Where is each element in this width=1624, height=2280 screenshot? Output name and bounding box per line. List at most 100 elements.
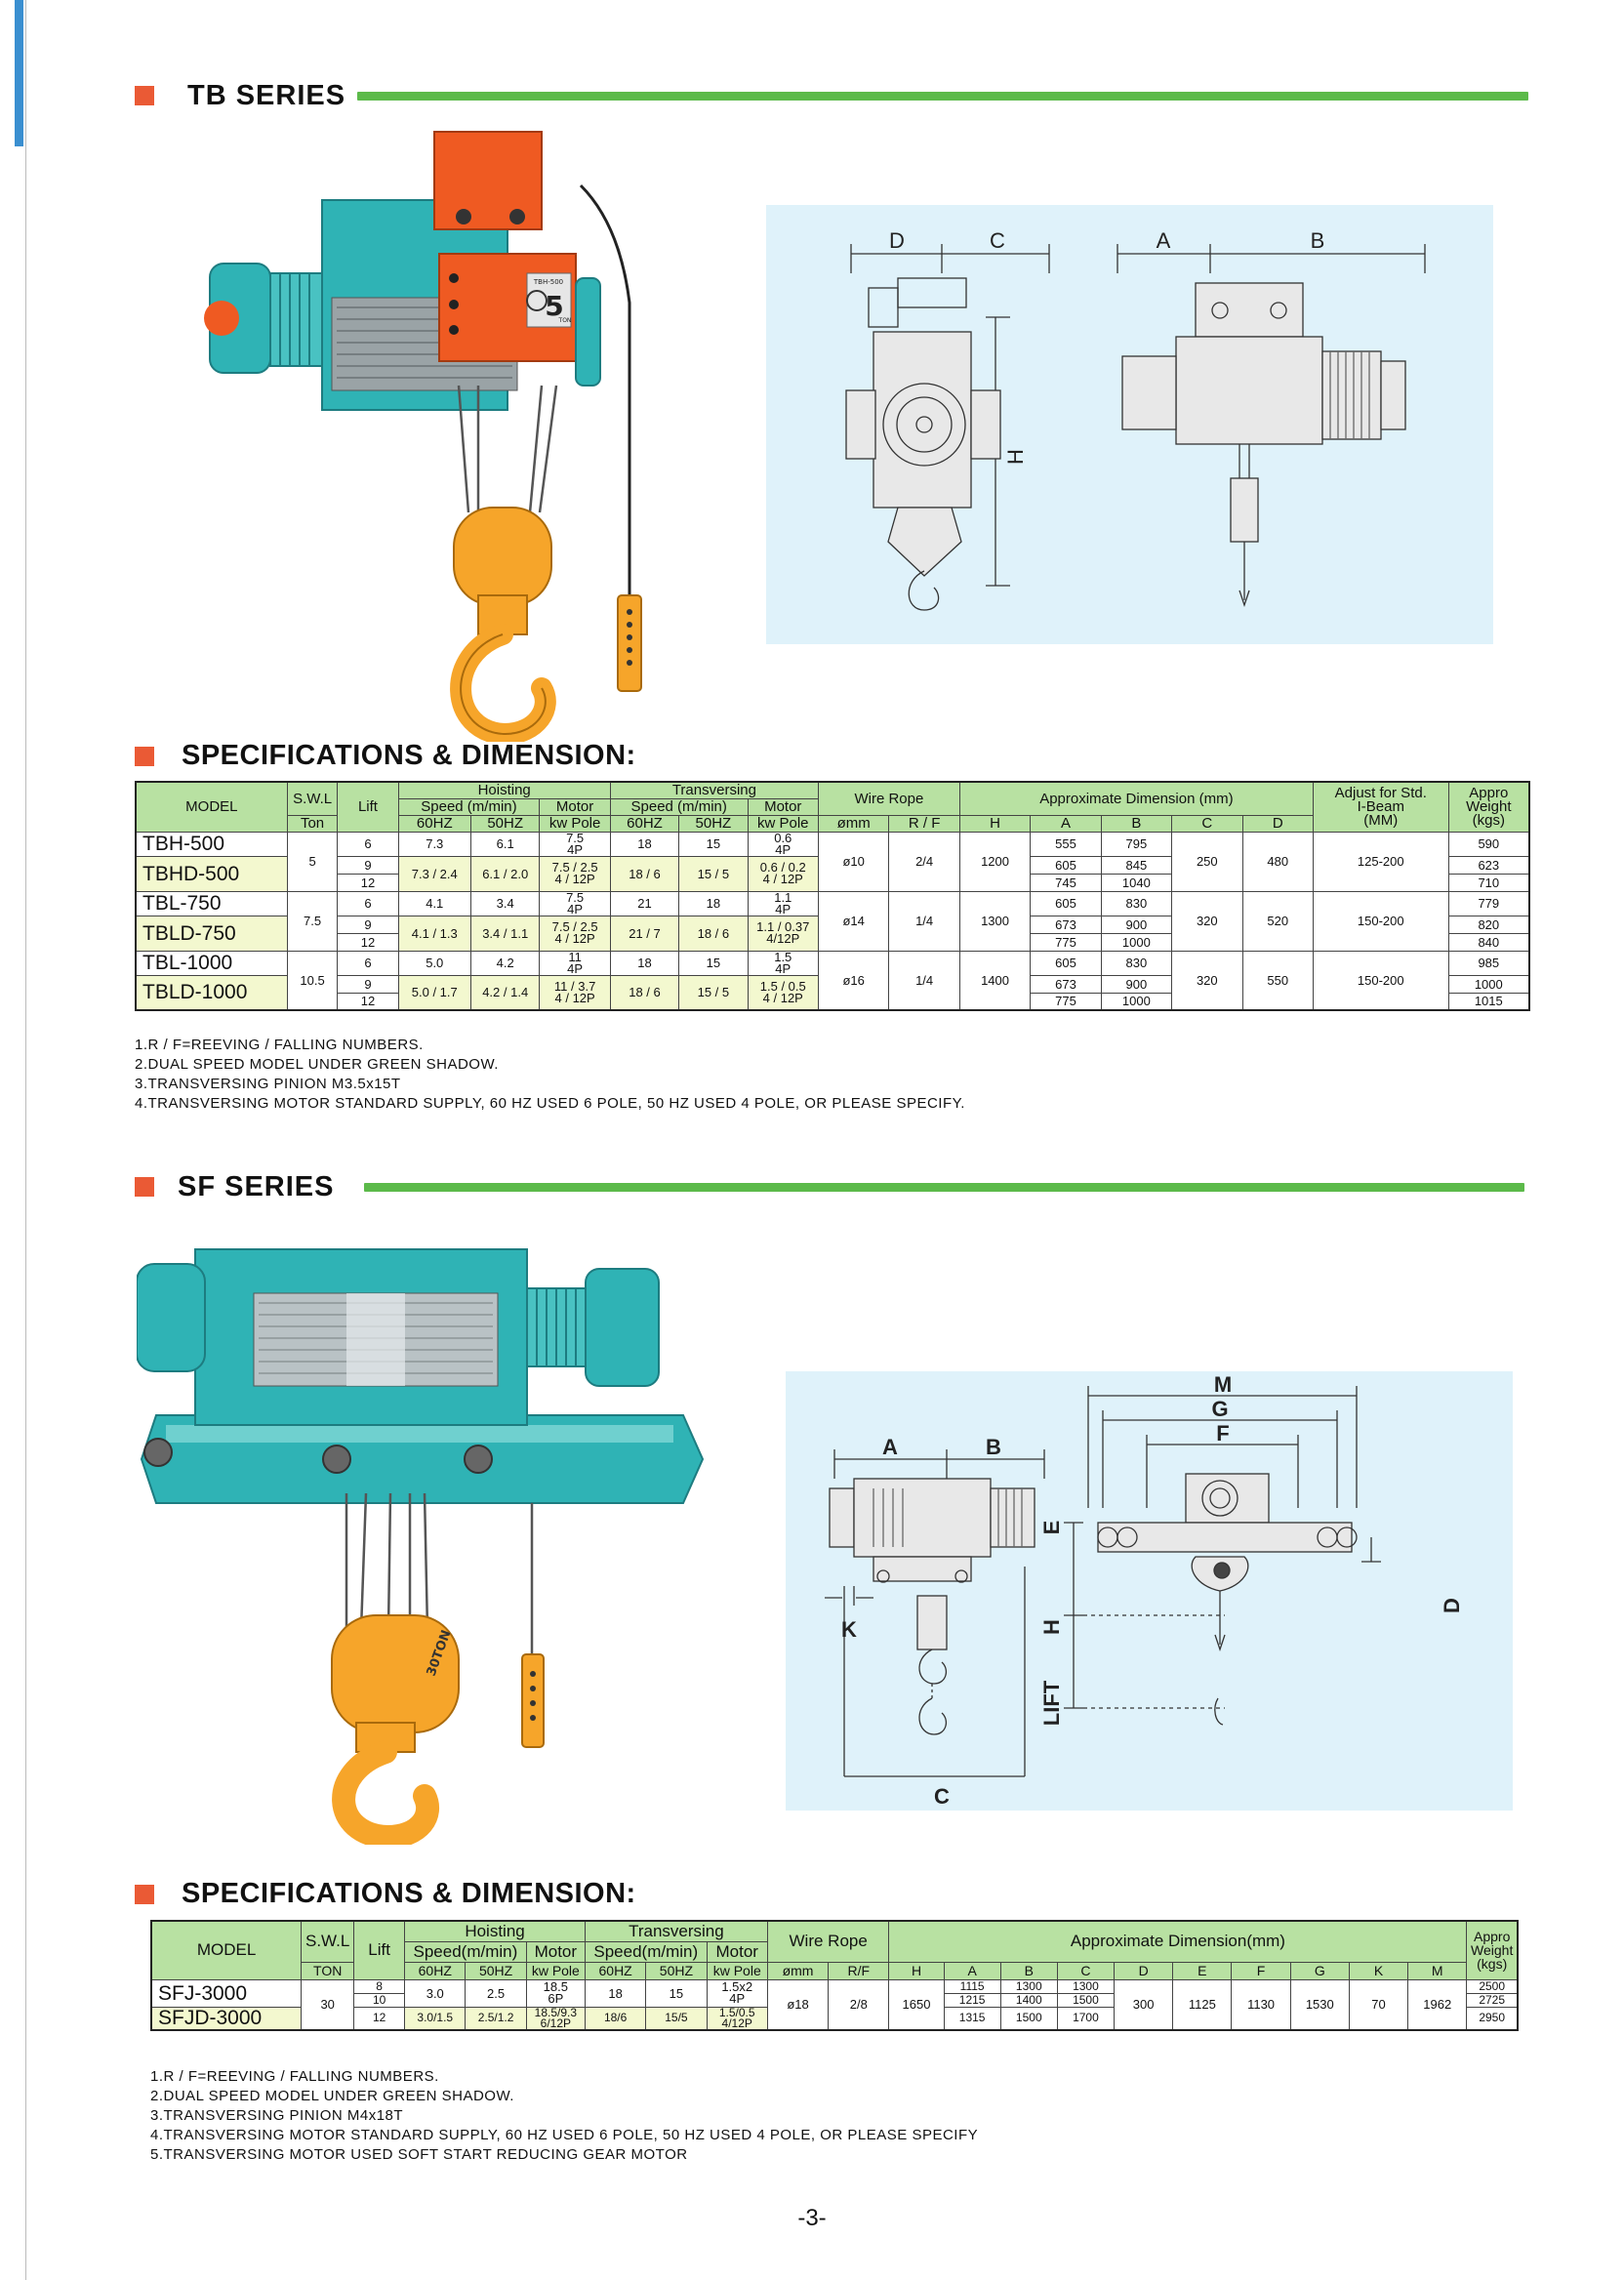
speed-cell: 15/5 bbox=[645, 2006, 708, 2030]
tb-h-trans-kwpole: kw Pole bbox=[747, 814, 819, 833]
sf-h-model: MODEL bbox=[150, 1920, 303, 1980]
swl-cell: 5 bbox=[286, 831, 339, 892]
dim-b-cell: 845 bbox=[1100, 855, 1173, 875]
dim-e-cell: 1125 bbox=[1172, 1978, 1233, 2030]
sf-dim-label-h: H bbox=[1039, 1619, 1064, 1635]
sf-h-dim-g: G bbox=[1289, 1961, 1350, 1980]
lift-cell: 12 bbox=[337, 873, 399, 892]
tb-h-swl: S.W.L bbox=[286, 781, 339, 816]
dim-h-cell: 1300 bbox=[958, 890, 1032, 952]
note: 5.TRANSVERSING MOTOR USED SOFT START RED… bbox=[150, 2146, 688, 2163]
rope-dia-cell: ø16 bbox=[817, 950, 890, 1011]
dim-m-cell: 1962 bbox=[1407, 1978, 1468, 2030]
speed-cell: 18 bbox=[609, 950, 680, 976]
dim-a-cell: 745 bbox=[1030, 873, 1102, 892]
rope-dia-cell: ø18 bbox=[766, 1978, 830, 2030]
note: 4.TRANSVERSING MOTOR STANDARD SUPPLY, 60… bbox=[135, 1095, 965, 1112]
model-cell: TBL-1000 bbox=[135, 950, 288, 976]
tb-h-rope-rf: R / F bbox=[888, 814, 960, 833]
sf-dim-label-b: B bbox=[986, 1435, 1001, 1459]
dim-c-cell: 320 bbox=[1171, 890, 1243, 952]
model-cell: TBLD-750 bbox=[135, 915, 288, 952]
rope-rf-cell: 2/8 bbox=[828, 1978, 890, 2030]
dim-c-cell: 1700 bbox=[1056, 2006, 1116, 2030]
dim-k-cell: 70 bbox=[1348, 1978, 1409, 2030]
lift-cell: 6 bbox=[337, 890, 399, 916]
lift-cell: 10 bbox=[353, 1992, 406, 2008]
sf-series-title: SF SERIES bbox=[178, 1170, 335, 1202]
tb-h-hoist-50hz: 50HZ bbox=[470, 814, 541, 833]
tb-h-transversing: Transversing bbox=[609, 781, 819, 799]
model-cell: SFJD-3000 bbox=[150, 2006, 303, 2030]
speed-cell: 6.1 bbox=[470, 831, 541, 857]
heading-rule bbox=[357, 91, 1528, 101]
tb-h-rope-dia: ømm bbox=[817, 814, 890, 833]
sf-dim-label-k: K bbox=[841, 1617, 857, 1642]
model-cell: TBH-500 bbox=[135, 831, 288, 857]
sf-dim-label-c: C bbox=[934, 1784, 950, 1809]
sf-h-transversing: Transversing bbox=[584, 1920, 768, 1942]
sf-spec-table: MODEL S.W.L Lift Hoisting Transversing W… bbox=[150, 1920, 1519, 2031]
weight-cell: 710 bbox=[1447, 873, 1530, 892]
sf-h-trans-speed: Speed(m/min) bbox=[584, 1940, 708, 1963]
dim-b-cell: 900 bbox=[1100, 915, 1173, 934]
tb-h-model: MODEL bbox=[135, 781, 288, 833]
sf-h-trans-motor: Motor bbox=[706, 1940, 768, 1963]
heading-square-icon bbox=[135, 1177, 154, 1197]
dim-b-cell: 830 bbox=[1100, 950, 1173, 976]
heading-square-icon bbox=[135, 746, 154, 766]
sf-h-approx-dim: Approximate Dimension(mm) bbox=[888, 1920, 1468, 1963]
lift-cell: 6 bbox=[337, 831, 399, 857]
sf-h-hoist-speed: Speed(m/min) bbox=[404, 1940, 527, 1963]
sf-h-dim-f: F bbox=[1231, 1961, 1291, 1980]
tb-spec-title: SPECIFICATIONS & DIMENSION: bbox=[182, 740, 636, 771]
note: 2.DUAL SPEED MODEL UNDER GREEN SHADOW. bbox=[135, 1056, 499, 1073]
dim-b-cell: 1400 bbox=[999, 1992, 1058, 2008]
dim-a-cell: 775 bbox=[1030, 992, 1102, 1011]
tb-h-dim-h: H bbox=[958, 814, 1032, 833]
tb-h-dim-a: A bbox=[1030, 814, 1102, 833]
dim-a-cell: 673 bbox=[1030, 915, 1102, 934]
tb-hoist-photo: TBH-500 5 TON bbox=[204, 131, 642, 742]
note: 4.TRANSVERSING MOTOR STANDARD SUPPLY, 60… bbox=[150, 2127, 979, 2143]
speed-cell: 15 / 5 bbox=[678, 855, 749, 892]
weight-cell: 779 bbox=[1447, 890, 1530, 916]
sf-dim-label-e: E bbox=[1039, 1521, 1064, 1535]
sf-series-heading: SF SERIES bbox=[135, 1167, 1524, 1206]
dim-b-cell: 1500 bbox=[999, 2006, 1058, 2030]
dim-a-cell: 673 bbox=[1030, 974, 1102, 994]
table-row: 10 1215 1400 1500 2725 bbox=[151, 1992, 1519, 2008]
dim-d-cell: 520 bbox=[1241, 890, 1314, 952]
speed-cell: 18 bbox=[584, 1978, 647, 2008]
swl-cell: 10.5 bbox=[286, 950, 339, 1011]
lift-cell: 9 bbox=[337, 855, 399, 875]
tb-h-dim-b: B bbox=[1100, 814, 1173, 833]
speed-cell: 2.5/1.2 bbox=[465, 2006, 527, 2030]
weight-cell: 623 bbox=[1447, 855, 1530, 875]
speed-cell: 18 bbox=[609, 831, 680, 857]
sf-dimension-drawing: A B K C M G F E D H LIFT bbox=[786, 1371, 1513, 1811]
tb-h-trans-50hz: 50HZ bbox=[678, 814, 749, 833]
sf-dim-label-lift: LIFT bbox=[1039, 1680, 1064, 1726]
beam-cell: 150-200 bbox=[1312, 950, 1449, 1011]
tb-dim-label-c: C bbox=[990, 228, 1005, 253]
speed-cell: 2.5 bbox=[465, 1978, 527, 2008]
sf-h-trans-50hz: 50HZ bbox=[645, 1961, 708, 1980]
page-number: -3- bbox=[797, 2205, 827, 2231]
speed-cell: 7.3 / 2.4 bbox=[397, 855, 472, 892]
rope-rf-cell: 1/4 bbox=[888, 890, 960, 952]
dim-h-cell: 1650 bbox=[888, 1978, 945, 2030]
sf-h-dim-d: D bbox=[1114, 1961, 1174, 1980]
